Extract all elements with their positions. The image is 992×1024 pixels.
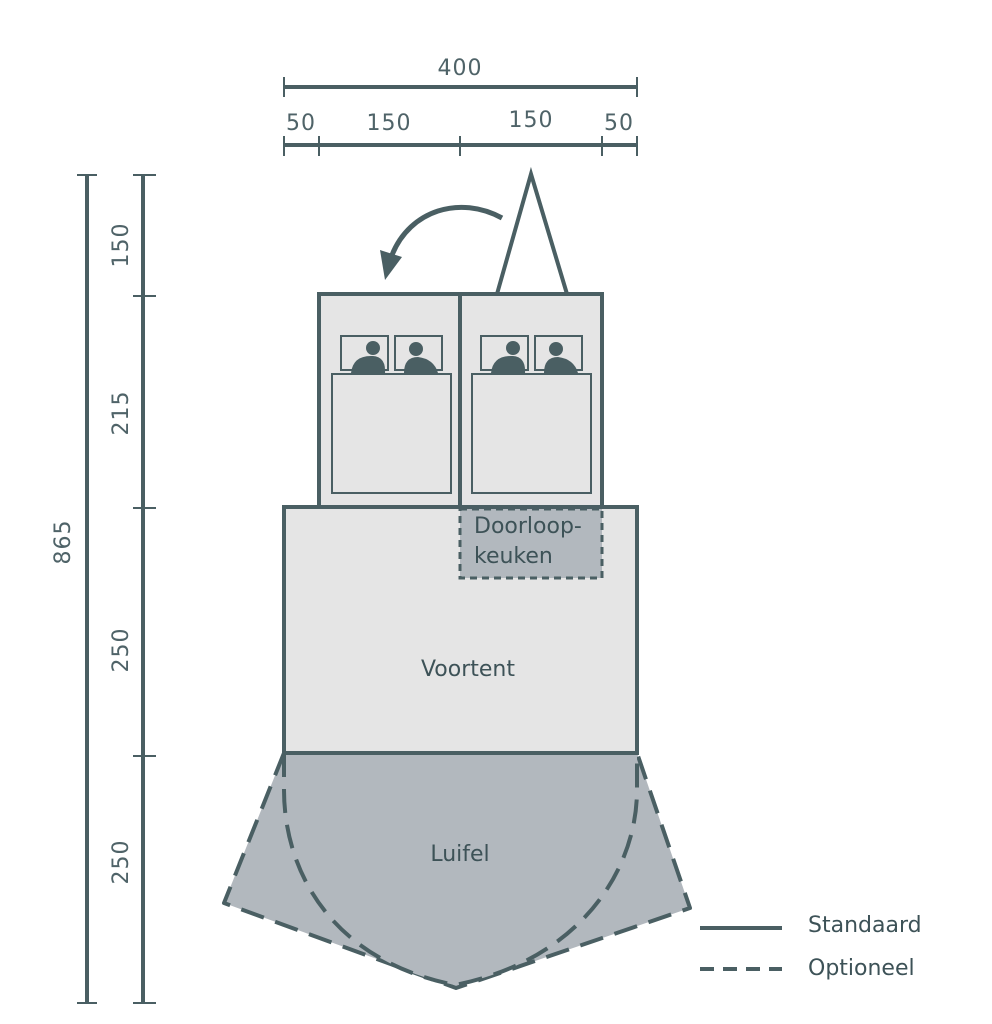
dim-top-segment: 50 <box>604 111 634 136</box>
kitchen-rect <box>458 507 604 580</box>
kitchen-label-line2: keuken <box>474 544 553 569</box>
top-dimensions <box>283 77 638 156</box>
dim-top-segment: 50 <box>286 111 316 136</box>
voortent-label: Voortent <box>421 657 515 682</box>
legend-standard-label: Standaard <box>808 913 922 938</box>
cabin-left <box>317 292 462 509</box>
person-icon <box>351 341 386 373</box>
kitchen-label-line1: Doorloop- <box>474 514 582 539</box>
bed-right <box>471 373 592 494</box>
dim-side-segment: 150 <box>109 223 134 268</box>
legend-optional-label: Optioneel <box>808 956 915 981</box>
sleeping-cabins <box>317 292 604 509</box>
dim-side-total: 865 <box>51 520 76 565</box>
cabin-right <box>458 292 604 509</box>
dim-side-segment: 250 <box>109 628 134 673</box>
dim-side-segment: 250 <box>109 840 134 885</box>
luifel-standard-outline <box>282 753 639 988</box>
curved-arrow-icon <box>380 204 504 280</box>
luifel-label: Luifel <box>430 842 489 867</box>
dim-top-segment: 150 <box>509 108 554 133</box>
person-icon <box>491 341 526 373</box>
person-icon <box>544 342 578 373</box>
side-dimensions <box>77 174 156 1004</box>
bed-left <box>331 373 452 494</box>
legend: Standaard Optioneel <box>700 913 922 981</box>
luifel-area: Luifel <box>222 751 692 990</box>
kitchen-area: Doorloop- keuken <box>458 507 604 580</box>
dim-side-segment: 215 <box>109 391 134 436</box>
dim-top-total: 400 <box>438 56 483 81</box>
person-icon <box>404 342 438 373</box>
dim-top-segment: 150 <box>367 111 412 136</box>
door-flap <box>495 166 569 295</box>
